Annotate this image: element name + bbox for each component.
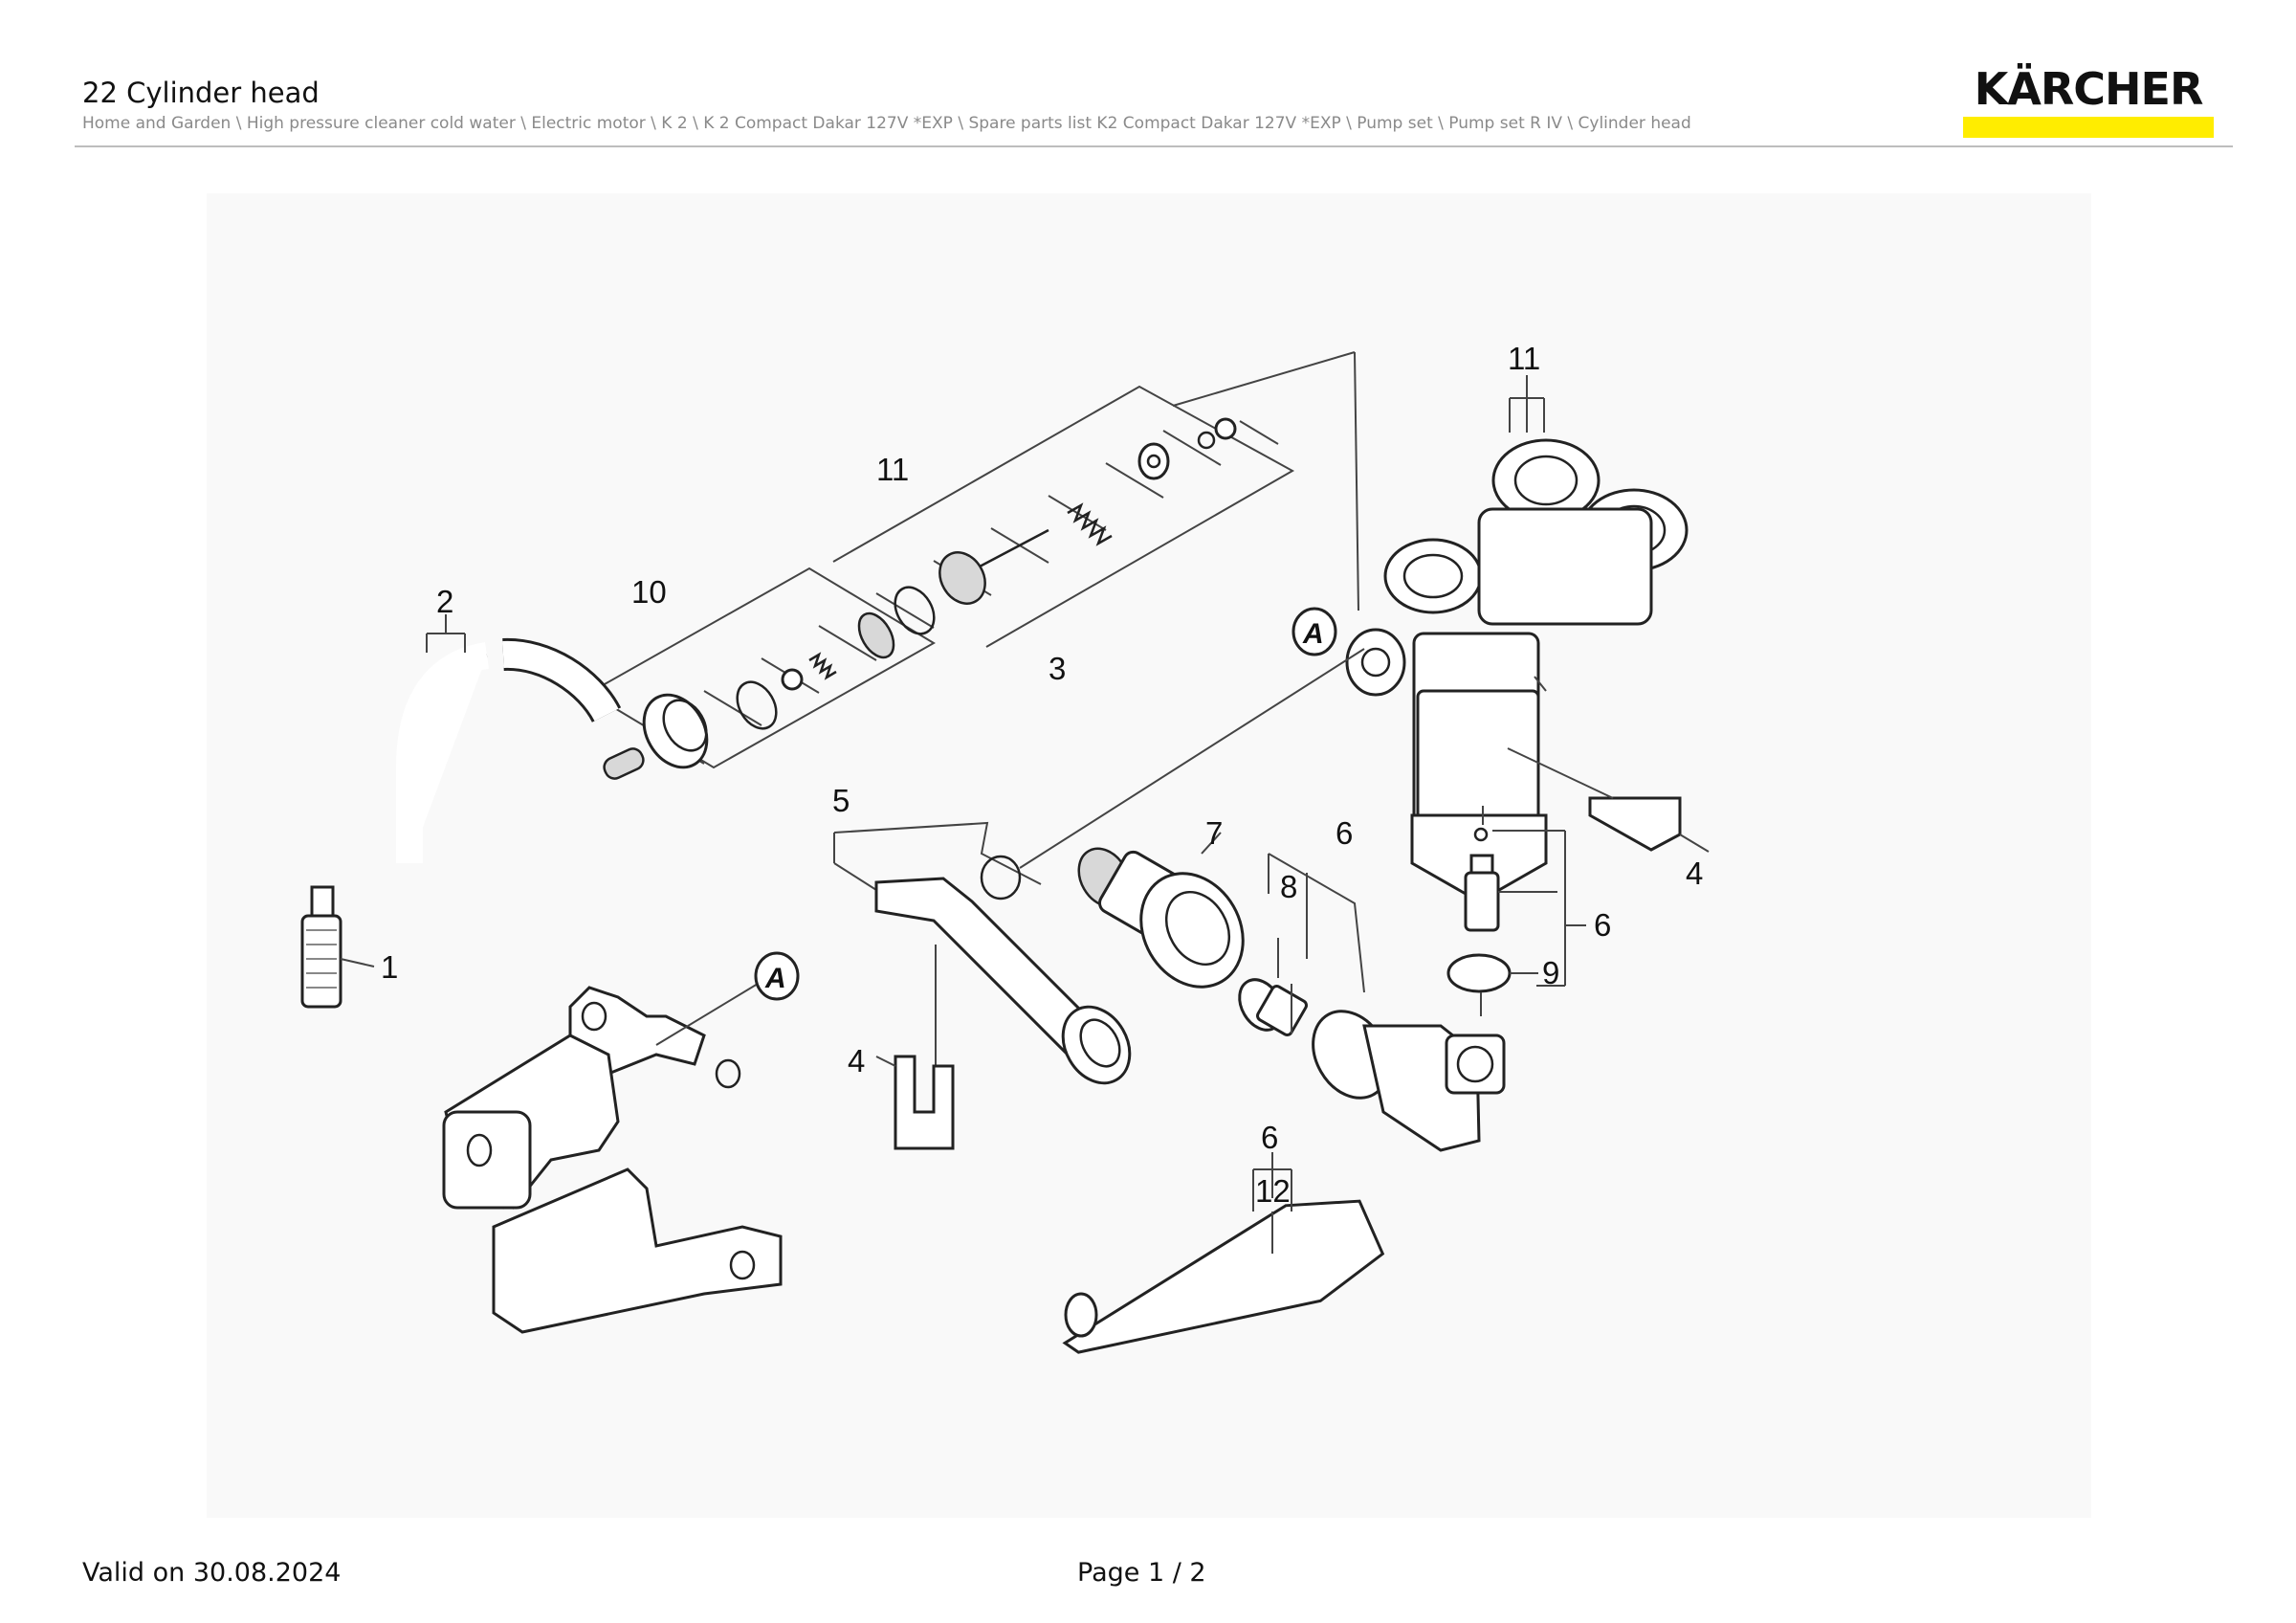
clip-part-4-right (1507, 747, 1710, 853)
valve-seat-part-10 (603, 586, 936, 780)
footer-page-number: Page 1 / 2 (1077, 1558, 1206, 1588)
marker-a-lower-label: A (764, 963, 786, 994)
breadcrumb: Home and Garden \ High pressure cleaner … (82, 114, 1691, 133)
logo-wordmark: KÄRCHER (1974, 63, 2204, 115)
marker-a-upper-label: A (1302, 618, 1324, 650)
logo-yellow-bar (1963, 117, 2214, 138)
cylinder-head-body (1345, 375, 1689, 903)
coupling-part-7 (1077, 832, 1245, 989)
callout-6-elbow: 6 (1336, 815, 1353, 851)
callout-2: 2 (436, 584, 453, 619)
marker-a-upper (1292, 607, 1337, 656)
callout-12: 12 (1255, 1173, 1291, 1209)
callout-7: 7 (1205, 815, 1223, 851)
callout-11-valve: 11 (876, 452, 909, 487)
callout-8: 8 (1280, 869, 1297, 904)
callout-1: 1 (381, 949, 398, 985)
callout-10: 10 (631, 574, 667, 610)
hose-part-2 (396, 614, 622, 863)
grease-tube-part-12 (1062, 1152, 1385, 1354)
elbow-fitting-part-6 (1238, 853, 1506, 1152)
page-title: 22 Cylinder head (82, 77, 320, 109)
callout-4-right: 4 (1686, 856, 1703, 891)
callout-11-head: 11 (1508, 341, 1540, 376)
callout-6-tube: 6 (1261, 1120, 1278, 1155)
base-bracket (442, 983, 783, 1334)
footer-valid-date: Valid on 30.08.2024 (82, 1558, 342, 1588)
exploded-parts-diagram: 1 2 3 4 4 5 6 6 6 7 8 9 10 11 11 12 A A (207, 193, 2091, 1518)
valve-group-6-right (1446, 806, 1586, 1016)
clip-part-4-lower (875, 1055, 955, 1150)
callout-4-lower: 4 (848, 1043, 865, 1078)
valve-part-11 (938, 417, 1237, 605)
callout-5: 5 (832, 783, 850, 818)
filter-part-1 (300, 885, 375, 1009)
pipe-part-5 (833, 648, 1365, 1112)
header-divider (75, 145, 2233, 147)
callout-9: 9 (1542, 955, 1559, 990)
parts-drawing: 1 2 3 4 4 5 6 6 6 7 8 9 10 11 11 12 A A (300, 341, 1710, 1354)
callout-3: 3 (1049, 651, 1066, 686)
marker-a-lower (754, 951, 800, 1001)
callout-labels: 1 2 3 4 4 5 6 6 6 7 8 9 10 11 11 12 A A (381, 341, 1703, 1209)
callout-6-valve: 6 (1594, 907, 1611, 943)
karcher-logo: KÄRCHER (1963, 63, 2214, 138)
